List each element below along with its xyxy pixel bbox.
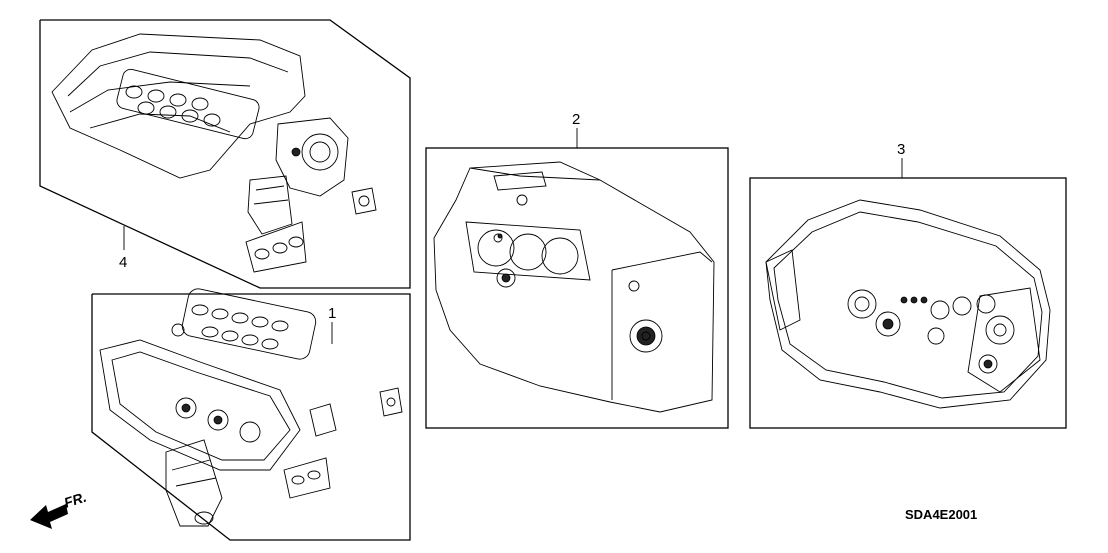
block-oil-seal: [496, 268, 516, 288]
diagram-code: SDA4E2001: [905, 507, 977, 522]
group-4-frame: [39, 19, 411, 289]
small-o-ring: [628, 280, 640, 292]
side-exhaust-gasket: [283, 457, 331, 499]
lower-catalyst: [165, 439, 223, 527]
upper-catalyst: [247, 175, 293, 235]
head-gasket-bores: [175, 397, 261, 443]
part-group-1[interactable]: 1: [91, 287, 411, 541]
callout-1: 1: [328, 305, 336, 322]
side-cover-gasket: [967, 287, 1041, 393]
bellhousing: [765, 249, 801, 331]
part-group-2[interactable]: 2: [425, 111, 729, 429]
flange-gasket-upper: [351, 187, 377, 215]
drain-plug-seal: [978, 354, 998, 374]
block-top-seal: [493, 171, 547, 191]
intake-manifold: [51, 33, 306, 179]
transmission-seals: [847, 289, 996, 345]
callout-4: 4: [119, 254, 127, 271]
group-2-frame: [425, 147, 729, 429]
valve-cover-gasket: [99, 339, 301, 471]
block-cylinder-gasket: [465, 221, 591, 281]
part-group-3[interactable]: 3: [749, 141, 1067, 429]
front-direction-indicator: FR.: [30, 489, 88, 529]
transmission-case-outline: [765, 199, 1051, 409]
group-1-frame: [91, 293, 411, 541]
cylinder-block-outline: [433, 161, 715, 413]
part-group-4[interactable]: 4: [39, 19, 411, 289]
o-ring: [171, 323, 185, 337]
head-port-gasket: [181, 288, 317, 360]
front-label: FR.: [62, 489, 88, 511]
callout-2: 2: [572, 111, 580, 128]
exhaust-manifold-gasket: [245, 221, 307, 273]
intake-gasket-ports: [116, 68, 260, 140]
group-3-frame: [749, 177, 1067, 429]
callout-3: 3: [897, 141, 905, 158]
crankshaft-oil-seal: [629, 319, 663, 353]
front-arrow-icon: [30, 504, 68, 529]
flange-gasket-lower: [379, 387, 403, 417]
throttle-body: [275, 117, 349, 197]
